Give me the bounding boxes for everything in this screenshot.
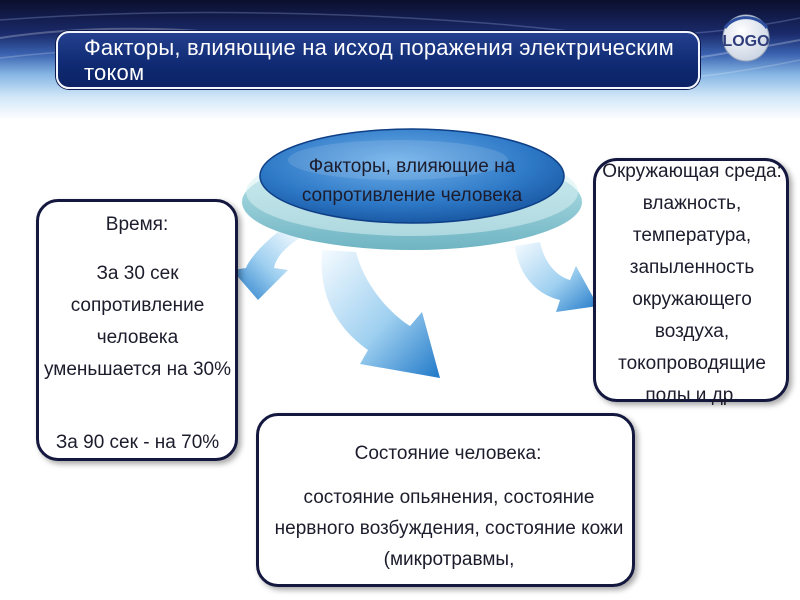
logo: LOGO bbox=[722, 14, 770, 62]
human-state-text: состояние опьянения, состояние нервного … bbox=[274, 487, 624, 570]
arrow-left bbox=[232, 232, 300, 300]
arrow-right bbox=[515, 242, 598, 312]
slide-title: Факторы, влияющие на исход поражения эле… bbox=[84, 35, 674, 85]
human-state-box bbox=[256, 413, 635, 587]
arrow-middle bbox=[321, 250, 440, 378]
environment-box bbox=[593, 158, 789, 402]
human-state-heading: Состояние человека: bbox=[354, 443, 542, 464]
time-heading: Время: bbox=[105, 214, 169, 235]
time-90sec-text: За 90 сек - на 70% bbox=[55, 432, 220, 453]
environment-box-fill bbox=[593, 158, 783, 396]
time-factor-box bbox=[36, 199, 238, 461]
time-30sec-text: За 30 сек сопротивление человека уменьша… bbox=[44, 263, 231, 380]
environment-text: Окружающая среда: влажность, температура… bbox=[602, 161, 782, 406]
logo-text: LOGO bbox=[722, 33, 769, 50]
center-factors-label: Факторы, влияющие на сопротивление челов… bbox=[301, 156, 523, 206]
ellipse-top bbox=[259, 128, 565, 224]
title-banner: Факторы, влияющие на исход поражения эле… bbox=[56, 31, 700, 89]
